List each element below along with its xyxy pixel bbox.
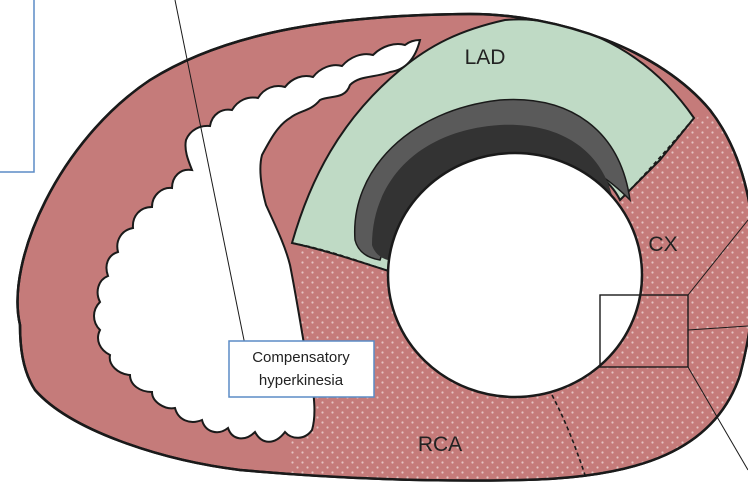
cx-label: CX bbox=[648, 233, 677, 256]
blue-frame-fragment bbox=[0, 0, 34, 172]
left-ventricle-cavity bbox=[388, 153, 642, 397]
callout-line1: Compensatory bbox=[252, 349, 350, 366]
rca-label: RCA bbox=[418, 433, 462, 456]
lad-label: LAD bbox=[465, 46, 506, 69]
callout-line2: hyperkinesia bbox=[259, 372, 344, 389]
